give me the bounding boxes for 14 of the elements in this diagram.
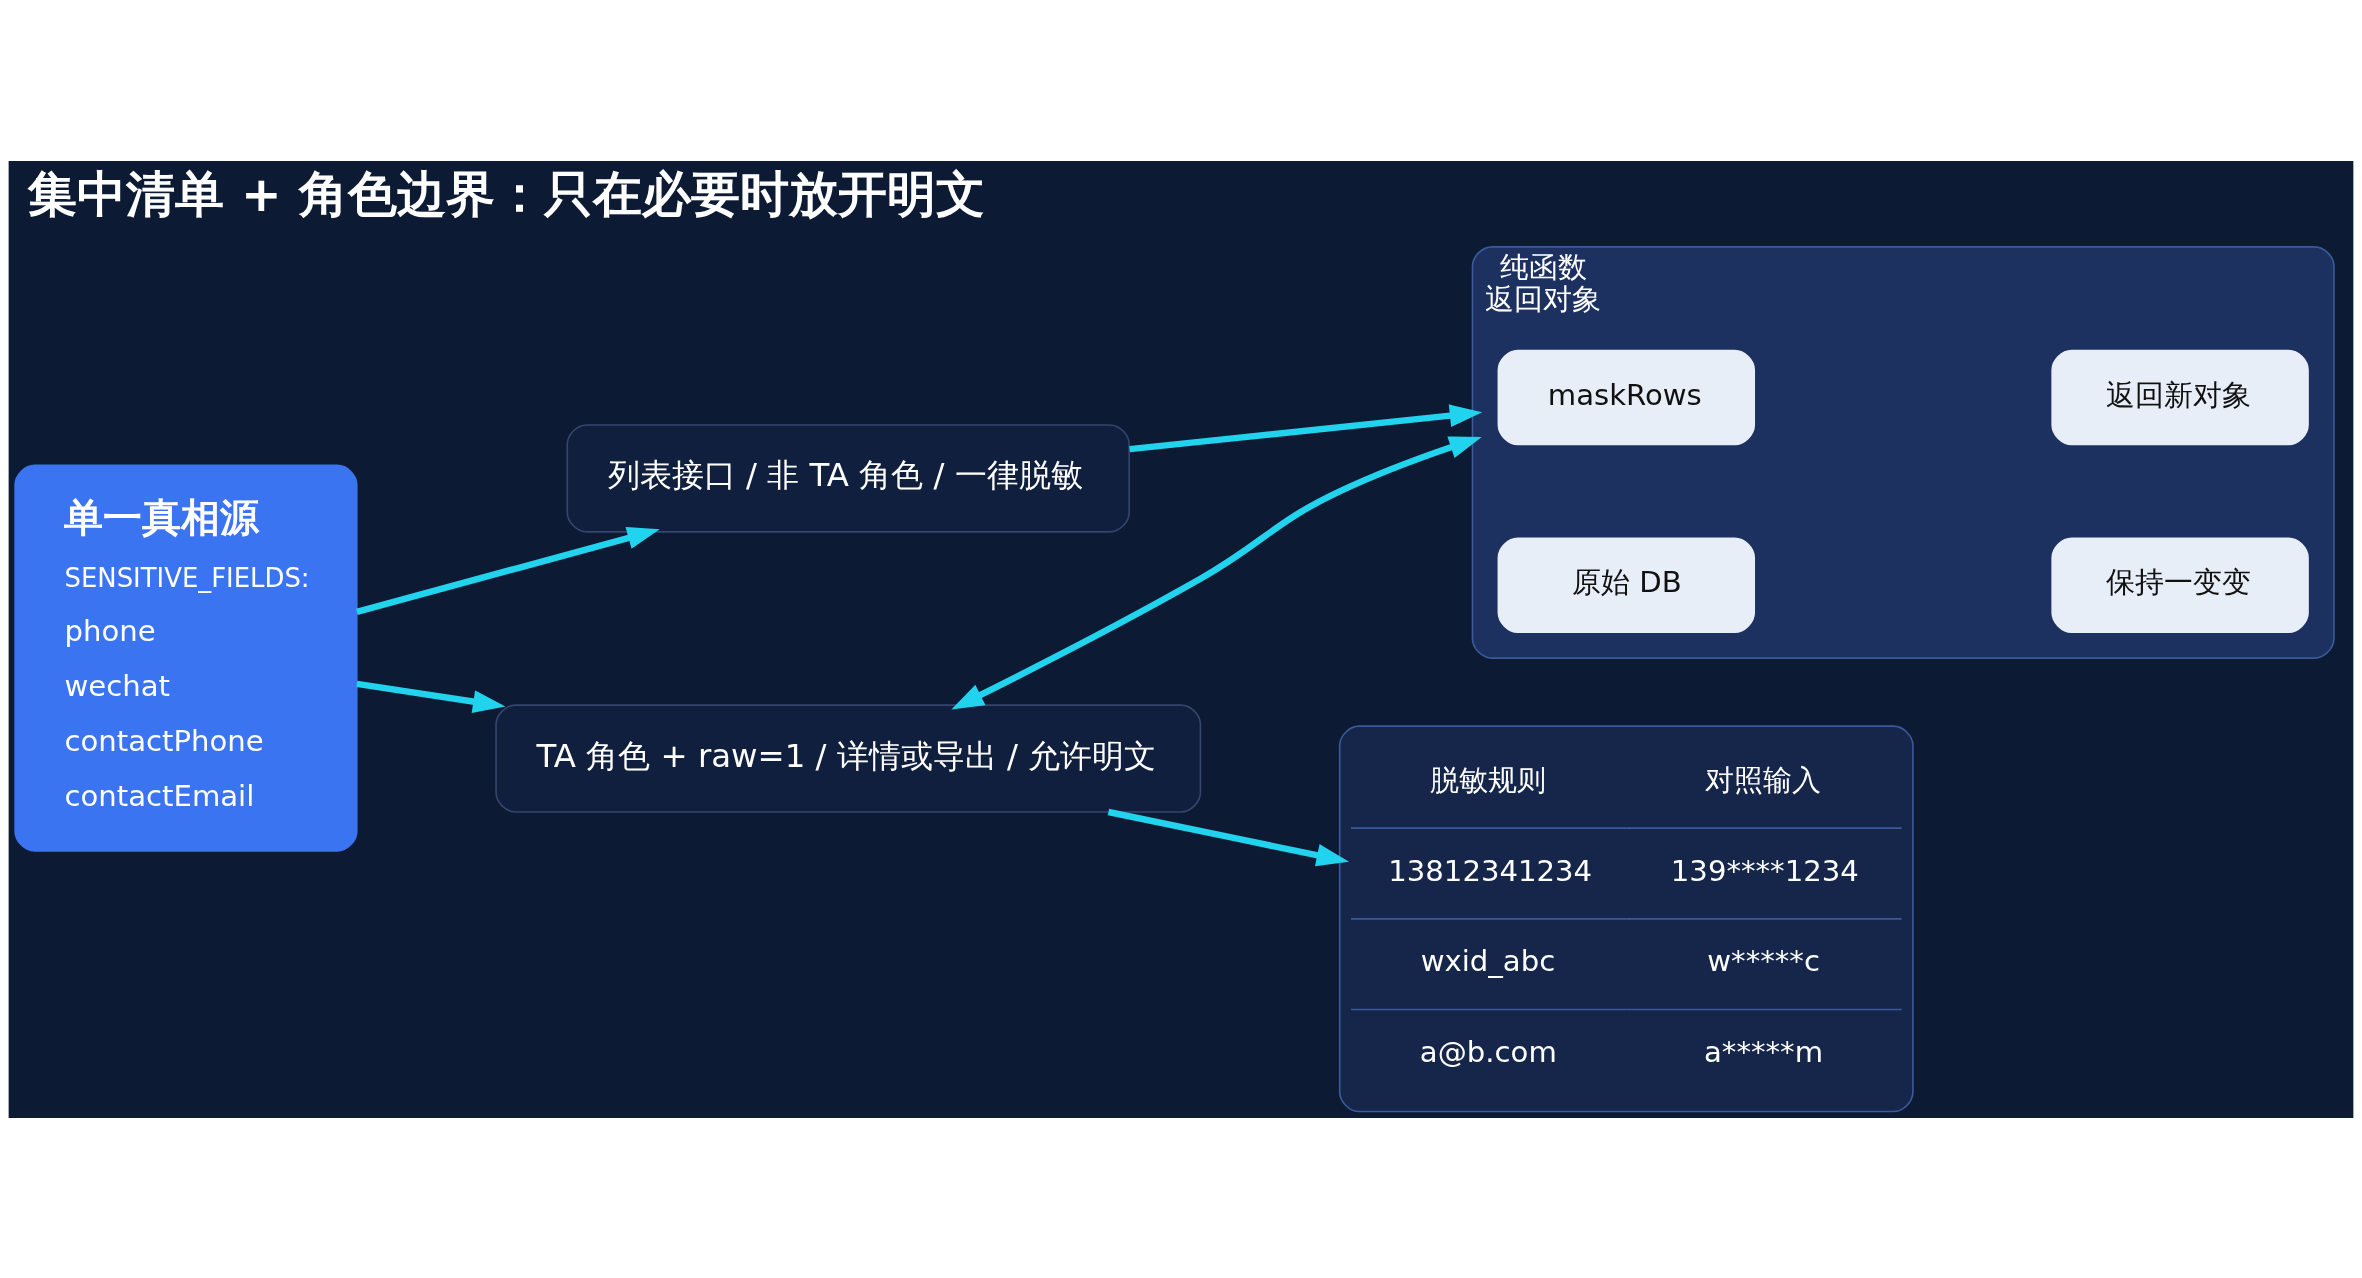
node-box: maskRows: [1497, 349, 1756, 445]
arrow: [951, 435, 1482, 709]
node-box: 原始 DB: [1497, 537, 1756, 633]
arrow: [1107, 808, 1350, 866]
arrow: [1129, 403, 1483, 452]
arrow: [356, 680, 506, 713]
node-box: 保持一变变: [2051, 537, 2309, 633]
node-box: TA 角色 + raw=1 / 详情或导出 / 允许明文: [495, 703, 1202, 813]
node-box: 返回新对象: [2051, 349, 2309, 445]
node-box: 列表接口 / 非 TA 角色 / 一律脱敏: [566, 423, 1130, 533]
arrow: [356, 526, 660, 615]
node-box: 脱敏规则 对照输入 13812341234 139****1234 wxid_abc w*****c a@b.com a*****m: [1338, 724, 1914, 1112]
diagram-title: 集中清单 + 角色边界：只在必要时放开明文: [28, 165, 985, 222]
node-box: 单一真相源 SENSITIVE_FIELDS: phone wechat contactPhone contactEmail: [14, 464, 358, 852]
